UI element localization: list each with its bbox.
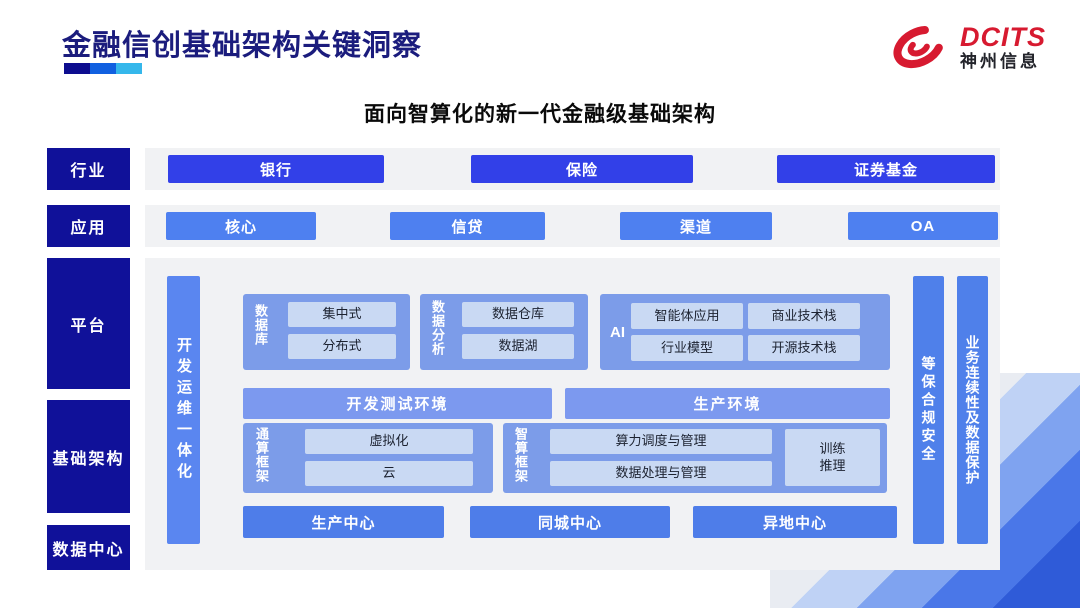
compute-item-virtualization: 虚拟化 [305, 429, 473, 454]
title-underline [64, 63, 142, 74]
row-label-datacenter: 数据中心 [47, 525, 130, 570]
ai-item-agent-apps: 智能体应用 [631, 303, 743, 329]
database-group-label: 数据库 [253, 304, 268, 346]
ai-item-industry-models: 行业模型 [631, 335, 743, 361]
general-compute-label: 通算框架 [254, 427, 269, 483]
ai-group-label: AI [610, 324, 625, 341]
continuity-vertical-bar: 业务连续性及数据保护 [957, 276, 988, 544]
center-pill-production: 生产中心 [243, 506, 444, 538]
application-pill-oa: OA [848, 212, 998, 240]
diagram-title: 面向智算化的新一代金融级基础架构 [364, 103, 716, 126]
industry-pill-bank: 银行 [168, 155, 384, 183]
production-env-bar: 生产环境 [565, 388, 890, 419]
company-logo: DCITS 神州信息 [886, 18, 1046, 76]
ai-compute-item-scheduling: 算力调度与管理 [550, 429, 772, 454]
analytics-item-warehouse: 数据仓库 [462, 302, 574, 327]
dev-test-env-bar: 开发测试环境 [243, 388, 552, 419]
application-pill-credit: 信贷 [390, 212, 545, 240]
ai-item-opensource-stack: 开源技术栈 [748, 335, 860, 361]
ai-item-commercial-stack: 商业技术栈 [748, 303, 860, 329]
page-title: 金融信创基础架构关键洞察 [62, 30, 423, 62]
industry-pill-securities: 证券基金 [777, 155, 995, 183]
industry-pill-insurance: 保险 [471, 155, 693, 183]
compute-item-cloud: 云 [305, 461, 473, 486]
logo-company-text: 神州信息 [960, 52, 1040, 72]
row-label-industry: 行业 [47, 148, 130, 190]
application-pill-channel: 渠道 [620, 212, 772, 240]
devops-vertical-bar: 开发运维一体化 [167, 276, 200, 544]
center-pill-remote: 异地中心 [693, 506, 897, 538]
security-vertical-bar: 等保合规安全 [913, 276, 944, 544]
row-label-platform: 平台 [47, 258, 130, 389]
ai-compute-label: 智算框架 [513, 427, 528, 483]
logo-brand-text: DCITS [960, 21, 1046, 52]
application-pill-core: 核心 [166, 212, 316, 240]
row-label-infrastructure: 基础架构 [47, 400, 130, 513]
analytics-group-label: 数据分析 [430, 300, 445, 356]
ai-compute-item-training-inference: 训练 推理 [785, 429, 880, 486]
center-pill-samecity: 同城中心 [470, 506, 670, 538]
dcits-swirl-icon [893, 25, 945, 69]
row-label-application: 应用 [47, 205, 130, 247]
analytics-item-lake: 数据湖 [462, 334, 574, 359]
database-item-centralized: 集中式 [288, 302, 396, 327]
database-item-distributed: 分布式 [288, 334, 396, 359]
ai-compute-item-dataprocessing: 数据处理与管理 [550, 461, 772, 486]
